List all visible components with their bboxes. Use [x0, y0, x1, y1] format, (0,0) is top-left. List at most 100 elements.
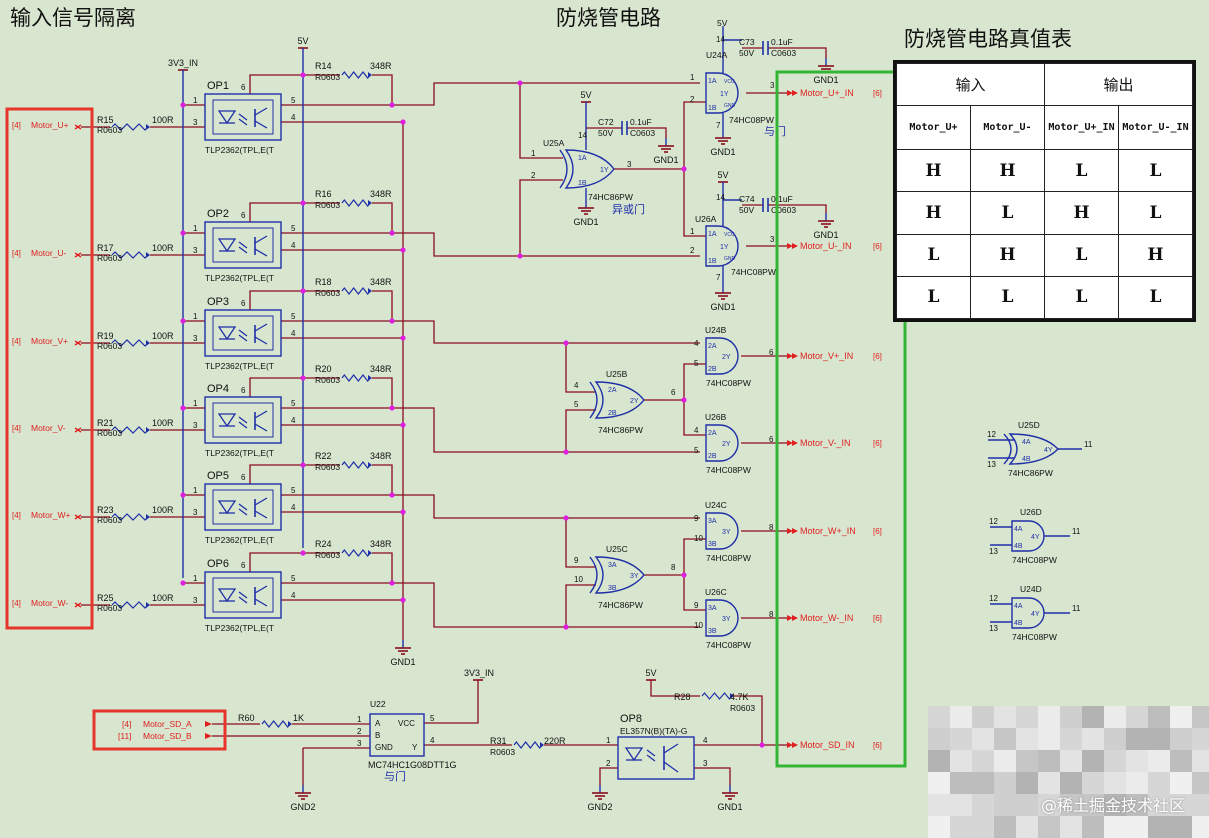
- optocoupler-inner: [212, 489, 274, 525]
- pin-number: 3: [193, 334, 198, 343]
- net-arrow: [787, 90, 793, 96]
- net-arrow: [205, 733, 212, 739]
- pin-number: 4: [291, 329, 296, 338]
- gate-pin-label: 1A: [578, 155, 587, 162]
- junction-dot: [400, 335, 406, 341]
- wire: [249, 202, 303, 222]
- capacitor-voltage: 50V: [598, 128, 613, 138]
- gate-pin-label: A: [375, 719, 381, 728]
- wire: [249, 74, 303, 94]
- resistor-value: 100R: [152, 243, 174, 253]
- gate-ref: U25B: [606, 369, 628, 379]
- optocoupler-inner: [212, 577, 274, 613]
- optocoupler-part: TLP2362(TPL,E(T: [205, 623, 274, 633]
- spare-xor-gate: [1008, 433, 1059, 465]
- blur-pixel: [1060, 772, 1082, 794]
- pin-number: 2: [531, 171, 536, 180]
- blur-pixel: [1192, 728, 1209, 750]
- gate-pin-label: 4Y: [1031, 611, 1040, 618]
- output-net-label: Motor_W-_IN: [800, 613, 853, 623]
- resistor-footprint: R0603: [97, 341, 122, 351]
- resistor-ref: R31: [490, 736, 507, 746]
- series-resistor: [111, 601, 149, 609]
- junction-dot: [400, 247, 406, 253]
- light-arrow-icon: [238, 118, 248, 126]
- capacitor-value: 0.1uF: [630, 117, 652, 127]
- gate-pin-label: 1Y: [720, 244, 729, 251]
- capacitor-value: 0.1uF: [771, 194, 793, 204]
- blur-pixel: [1170, 706, 1192, 728]
- optocoupler-part: TLP2362(TPL,E(T: [205, 535, 274, 545]
- gate-part: 74HC08PW: [706, 553, 751, 563]
- net-arrow: [792, 615, 798, 621]
- junction-dot: [563, 515, 569, 521]
- gate-pin-label: 1A: [708, 231, 717, 238]
- gate-part: 74HC86PW: [598, 425, 643, 435]
- blur-pixel: [1148, 816, 1170, 838]
- light-arrow-icon: [646, 754, 656, 762]
- blur-pixel: [1104, 706, 1126, 728]
- junction-dot: [180, 405, 186, 411]
- pin-number: 9: [694, 514, 699, 523]
- wire: [683, 169, 706, 237]
- gnd1-label: GND1: [653, 155, 678, 165]
- resistor-footprint: R0603: [97, 515, 122, 525]
- capacitor-ref: C74: [739, 194, 755, 204]
- gate-pin-label: 4B: [1014, 543, 1023, 550]
- optocoupler-inner: [212, 402, 274, 438]
- resistor-value: 348R: [370, 364, 392, 374]
- section-title-input-isolation: 输入信号隔离: [10, 6, 136, 30]
- blur-pixel: [972, 794, 994, 816]
- wire: [372, 552, 393, 583]
- pin-number: 13: [989, 547, 998, 556]
- blur-pixel: [994, 706, 1016, 728]
- pin-number: 8: [769, 523, 774, 532]
- power-label: 3V3_IN: [168, 58, 198, 68]
- junction-dot: [681, 397, 687, 403]
- pin-number: 2: [606, 759, 611, 768]
- pin-number: 1: [690, 73, 695, 82]
- resistor-value: 100R: [152, 505, 174, 515]
- pin-number: 4: [291, 241, 296, 250]
- junction-dot: [400, 509, 406, 515]
- input-net-label: Motor_U+: [31, 120, 69, 130]
- resistor-footprint: R0603: [315, 375, 340, 385]
- truth-table-col-header: Motor_U+: [896, 105, 971, 150]
- junction-dot: [400, 119, 406, 125]
- blur-pixel: [928, 816, 950, 838]
- pin-number: 5: [291, 312, 296, 321]
- junction-dot: [389, 102, 395, 108]
- light-arrow-icon: [238, 591, 248, 599]
- pin-number: 13: [987, 460, 996, 469]
- led-icon: [217, 326, 237, 341]
- wire: [627, 127, 667, 138]
- truth-table-col-header: Motor_U+_IN: [1044, 105, 1119, 150]
- series-resistor: [111, 123, 149, 131]
- output-sheet-ref: [6]: [873, 741, 882, 750]
- pullup-resistor: [341, 71, 371, 79]
- truth-table-cell: L: [1044, 275, 1119, 320]
- gate-part: 74HC08PW: [1012, 555, 1057, 565]
- light-arrow-icon: [238, 416, 248, 424]
- gate-pin-label: 1Y: [600, 167, 609, 174]
- blur-pixel: [994, 728, 1016, 750]
- optocoupler-op8-body: [617, 736, 695, 780]
- resistor-ref: R15: [97, 115, 114, 125]
- phototransistor-collector: [254, 235, 268, 244]
- blur-pixel: [1148, 728, 1170, 750]
- light-arrow-icon: [238, 113, 248, 121]
- spare-and-gate: [1011, 597, 1045, 629]
- pin-number: 10: [694, 534, 703, 543]
- gate-pin-label: 3B: [708, 541, 717, 548]
- gate-part: 74HC08PW: [731, 267, 776, 277]
- gate-note: 与门: [764, 124, 786, 138]
- blur-pixel: [1104, 772, 1126, 794]
- junction-dot: [400, 422, 406, 428]
- optocoupler-body: [204, 93, 282, 141]
- truth-table-cell: L: [1044, 233, 1119, 277]
- opto-output-signal: [392, 82, 700, 106]
- input-sheet-ref: [4]: [12, 337, 21, 346]
- sd-input-highlight-box: [92, 709, 227, 751]
- truth-table-cell: L: [970, 275, 1045, 320]
- xor-gate-u25a: [564, 149, 615, 189]
